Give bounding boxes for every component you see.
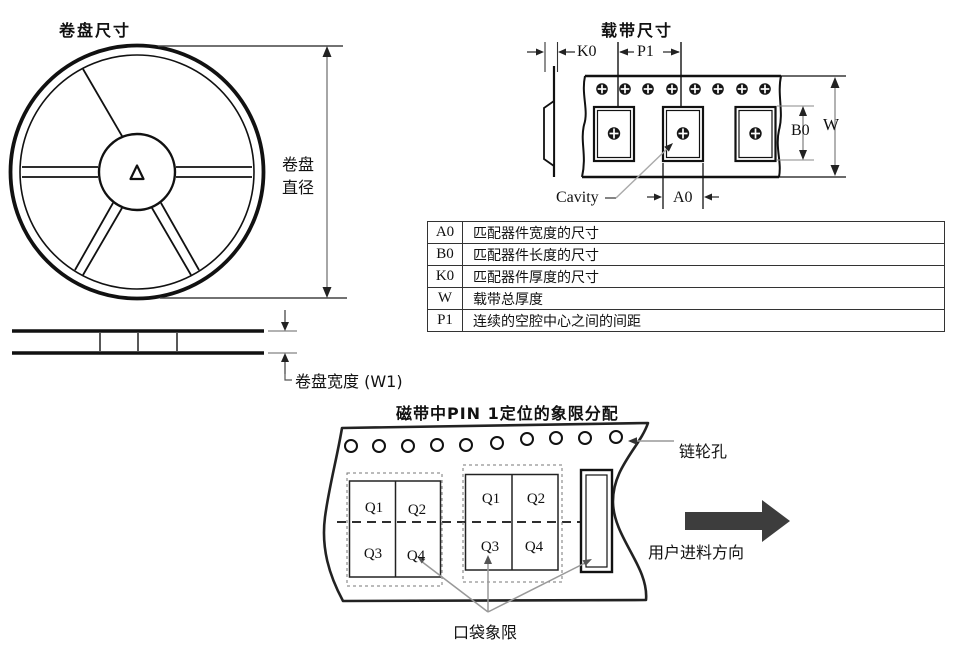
- quadrant-section-title: 磁带中PIN 1定位的象限分配: [396, 404, 619, 423]
- reel-diameter-label: 卷盘直径: [282, 155, 315, 198]
- pocket2-q3-label: Q3: [480, 539, 500, 555]
- sprocket-hole-label: 链轮孔: [679, 442, 728, 461]
- pocket-3: [579, 468, 614, 574]
- reel-diameter-dimension: [158, 45, 347, 299]
- feed-direction-label: 用户进料方向: [648, 543, 745, 562]
- carrier-tape-top-view: [581, 74, 782, 179]
- dim-key: P1: [427, 309, 463, 332]
- tape-cavities: [592, 105, 777, 163]
- pocket-quadrant-leaders: [417, 555, 592, 613]
- dim-label-a0: A0: [673, 189, 693, 206]
- dim-key: B0: [427, 243, 463, 266]
- reel-spokes: [22, 68, 252, 276]
- pocket1-q4-label: Q4: [406, 548, 426, 564]
- table-row: P1 连续的空腔中心之间的间距: [427, 309, 945, 332]
- pocket-2: [462, 464, 563, 583]
- feed-direction-arrow-icon: [685, 500, 790, 542]
- quadrant-sprocket-holes: [344, 430, 623, 453]
- reel-hub: [97, 132, 177, 212]
- table-row: K0 匹配器件厚度的尺寸: [427, 265, 945, 288]
- pocket1-q1-label: Q1: [364, 500, 384, 516]
- dim-desc: 匹配器件宽度的尺寸: [462, 221, 945, 244]
- reel-front-view: [8, 43, 266, 301]
- w-dimension: [779, 75, 846, 178]
- reel-hub-key-icon: [129, 164, 145, 181]
- a0-dimension: [647, 163, 719, 209]
- dim-label-b0: B0: [791, 122, 810, 139]
- dim-label-w: W: [823, 115, 840, 134]
- b0-dimension: [777, 105, 814, 161]
- dim-key: K0: [427, 265, 463, 288]
- pocket-quadrants-label: 口袋象限: [453, 623, 518, 642]
- dim-desc: 匹配器件厚度的尺寸: [462, 265, 945, 288]
- reel-inner-rim: [19, 54, 255, 290]
- carrier-tape-title: 载带尺寸: [601, 21, 674, 40]
- sprocket-hole-icon: [596, 83, 771, 95]
- reel-width-dimension: [268, 310, 297, 381]
- dim-desc: 连续的空腔中心之间的间距: [462, 309, 945, 332]
- cavity-1: [592, 105, 636, 163]
- dim-label-k0: K0: [577, 43, 597, 60]
- pocket2-q4-label: Q4: [524, 539, 544, 555]
- cavity-leader-arrow: [605, 143, 673, 199]
- cavity-3: [734, 105, 777, 163]
- quadrant-tape-outline: [322, 421, 650, 603]
- pocket1-q3-label: Q3: [363, 546, 383, 562]
- table-row: B0 匹配器件长度的尺寸: [427, 243, 945, 266]
- pocket2-q2-label: Q2: [526, 491, 546, 507]
- reel-front-title: 卷盘尺寸: [59, 21, 132, 40]
- pocket1-q2-label: Q2: [407, 502, 427, 518]
- table-row: A0 匹配器件宽度的尺寸: [427, 221, 945, 244]
- pocket-1: [346, 472, 443, 587]
- dim-desc: 载带总厚度: [462, 287, 945, 310]
- dimension-legend-table: A0 匹配器件宽度的尺寸 B0 匹配器件长度的尺寸 K0 匹配器件厚度的尺寸 W…: [427, 221, 945, 332]
- sprocket-hole-leader: [628, 437, 674, 445]
- table-row: W 载带总厚度: [427, 287, 945, 310]
- tape-sprocket-holes: [596, 83, 771, 95]
- cavity-label: Cavity: [556, 189, 599, 206]
- k0-dimension: [527, 42, 575, 72]
- reel-width-label: 卷盘宽度 (W1): [295, 372, 403, 391]
- carrier-tape-side-profile: [543, 66, 556, 177]
- dim-key: W: [427, 287, 463, 310]
- dim-key: A0: [427, 221, 463, 244]
- reel-side-view: [12, 329, 264, 355]
- pocket2-q1-label: Q1: [481, 491, 501, 507]
- cavity-2: [661, 105, 705, 163]
- dim-label-p1: P1: [637, 43, 654, 60]
- dim-desc: 匹配器件长度的尺寸: [462, 243, 945, 266]
